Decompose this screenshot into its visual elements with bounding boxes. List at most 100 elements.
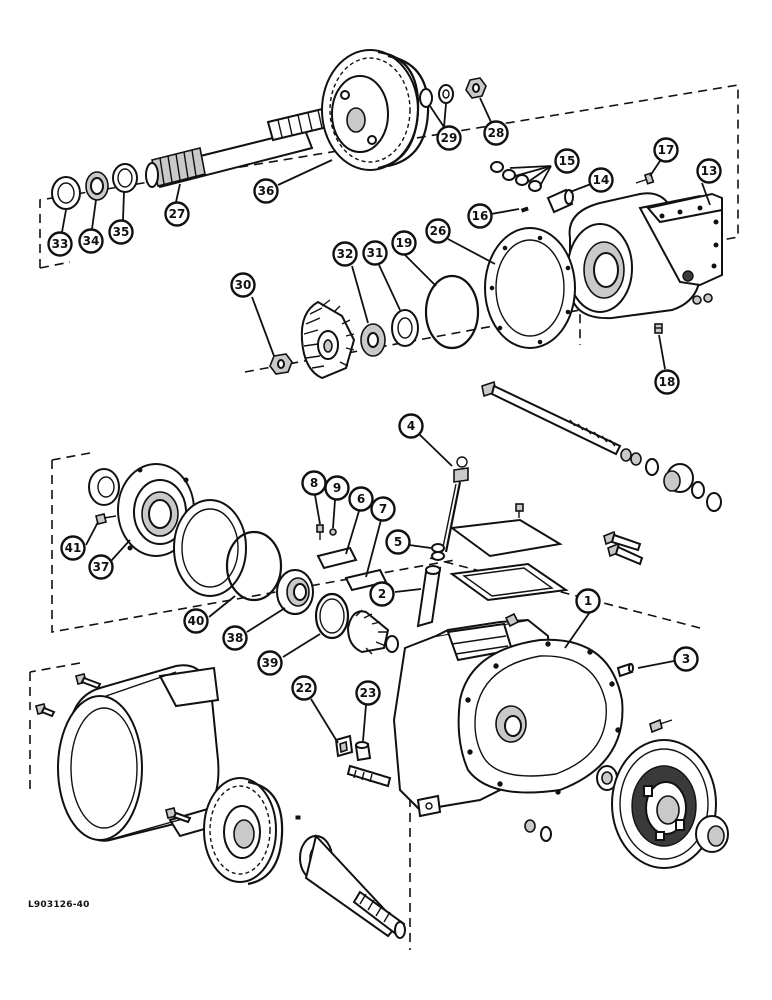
callout-9: 9 — [324, 475, 350, 501]
small-washers-lower — [524, 819, 552, 842]
callout-31-label: 31 — [367, 246, 384, 260]
callout-3: 3 — [673, 646, 699, 672]
top-cover-gasket — [449, 562, 569, 602]
callout-17-label: 17 — [658, 143, 675, 157]
callout-34-label: 34 — [83, 234, 100, 248]
callout-3-label: 3 — [682, 652, 690, 666]
callout-19: 19 — [391, 230, 417, 256]
seal-left — [88, 468, 120, 506]
callout-4-label: 4 — [407, 419, 415, 433]
callout-22: 22 — [291, 675, 317, 701]
spacer-14 — [546, 188, 574, 214]
figure-code: L903126-40 — [28, 900, 90, 910]
tie-rod-assembly — [481, 380, 722, 512]
callout-13-label: 13 — [701, 164, 718, 178]
bevel-gear-middle — [346, 609, 390, 655]
callout-35: 35 — [108, 219, 134, 245]
pto-shaft-lower — [299, 833, 406, 939]
callout-40: 40 — [183, 608, 209, 634]
callout-36: 36 — [253, 178, 279, 204]
clutch-disc — [611, 739, 717, 869]
callout-13: 13 — [696, 158, 722, 184]
tube-2 — [416, 565, 442, 628]
callout-39: 39 — [257, 650, 283, 676]
callout-28-label: 28 — [488, 126, 505, 140]
gasket-middle — [173, 499, 247, 597]
callout-1-label: 1 — [584, 594, 592, 608]
output-shaft-27 — [145, 104, 342, 189]
callout-4: 4 — [398, 413, 424, 439]
callout-33: 33 — [47, 231, 73, 257]
bearing-cone-32 — [360, 323, 386, 357]
bolts-upper-right — [603, 530, 644, 566]
callout-37: 37 — [88, 554, 114, 580]
gear-lower — [203, 777, 284, 886]
callout-40-label: 40 — [188, 614, 205, 628]
pin-16 — [520, 206, 529, 213]
hub-collar — [695, 815, 729, 853]
callout-9-label: 9 — [333, 481, 341, 495]
bolt-41 — [95, 513, 117, 525]
callout-14-label: 14 — [593, 173, 610, 187]
callout-14: 14 — [588, 167, 614, 193]
bolt-middle-right — [504, 612, 520, 628]
bearing-38 — [276, 569, 314, 615]
bull-gear-36 — [321, 49, 430, 171]
bolt-lower-right — [649, 718, 673, 734]
o-rings-5 — [431, 543, 445, 561]
washers-15 — [490, 161, 542, 192]
o-ring-19 — [424, 274, 480, 350]
callout-33-label: 33 — [52, 237, 69, 251]
callout-36-label: 36 — [258, 184, 275, 198]
plug-18 — [654, 323, 663, 334]
callout-23: 23 — [355, 680, 381, 706]
washer-9 — [329, 528, 337, 536]
callout-8-label: 8 — [310, 476, 318, 490]
bearing-cup-31 — [391, 309, 419, 347]
callout-2-label: 2 — [378, 587, 386, 601]
callout-27-label: 27 — [169, 207, 186, 221]
dowel-pin-3 — [616, 662, 634, 678]
callout-28: 28 — [483, 120, 509, 146]
bolt-17 — [635, 172, 655, 185]
bolt-top-cover — [515, 503, 524, 518]
callout-7: 7 — [370, 496, 396, 522]
callout-26: 26 — [425, 218, 451, 244]
snap-ring-39 — [314, 592, 350, 640]
callout-1: 1 — [575, 588, 601, 614]
washer-middle — [385, 635, 399, 653]
callout-23-label: 23 — [360, 686, 377, 700]
callout-6: 6 — [348, 486, 374, 512]
callout-34: 34 — [78, 228, 104, 254]
callout-16: 16 — [467, 203, 493, 229]
axle-housing-13 — [567, 192, 723, 320]
transmission-case-1 — [392, 618, 624, 818]
callout-22-label: 22 — [296, 681, 313, 695]
bearing-cone-34 — [85, 171, 109, 201]
callout-16-label: 16 — [472, 209, 489, 223]
top-cover-plate — [449, 518, 563, 558]
callout-18-label: 18 — [659, 375, 676, 389]
callout-17: 17 — [653, 137, 679, 163]
callout-37-label: 37 — [93, 560, 110, 574]
callout-38-label: 38 — [227, 631, 244, 645]
callout-2: 2 — [369, 581, 395, 607]
callout-8: 8 — [301, 470, 327, 496]
callout-32: 32 — [332, 241, 358, 267]
bearing-cup-33 — [51, 176, 81, 210]
dipstick-4 — [441, 456, 469, 553]
o-ring-40 — [225, 530, 283, 602]
callout-15-label: 15 — [559, 154, 576, 168]
bolts-lower-left — [35, 673, 192, 824]
nut-30 — [269, 353, 293, 375]
assembly-boundary-upper — [39, 84, 739, 373]
assembly-boundary-middle — [51, 452, 701, 633]
callout-19-label: 19 — [396, 236, 413, 250]
stud-case-left — [346, 764, 392, 788]
callout-39-label: 39 — [262, 656, 279, 670]
callout-29-label: 29 — [441, 131, 458, 145]
fitting-23 — [354, 741, 372, 762]
callout-6-label: 6 — [357, 492, 365, 506]
